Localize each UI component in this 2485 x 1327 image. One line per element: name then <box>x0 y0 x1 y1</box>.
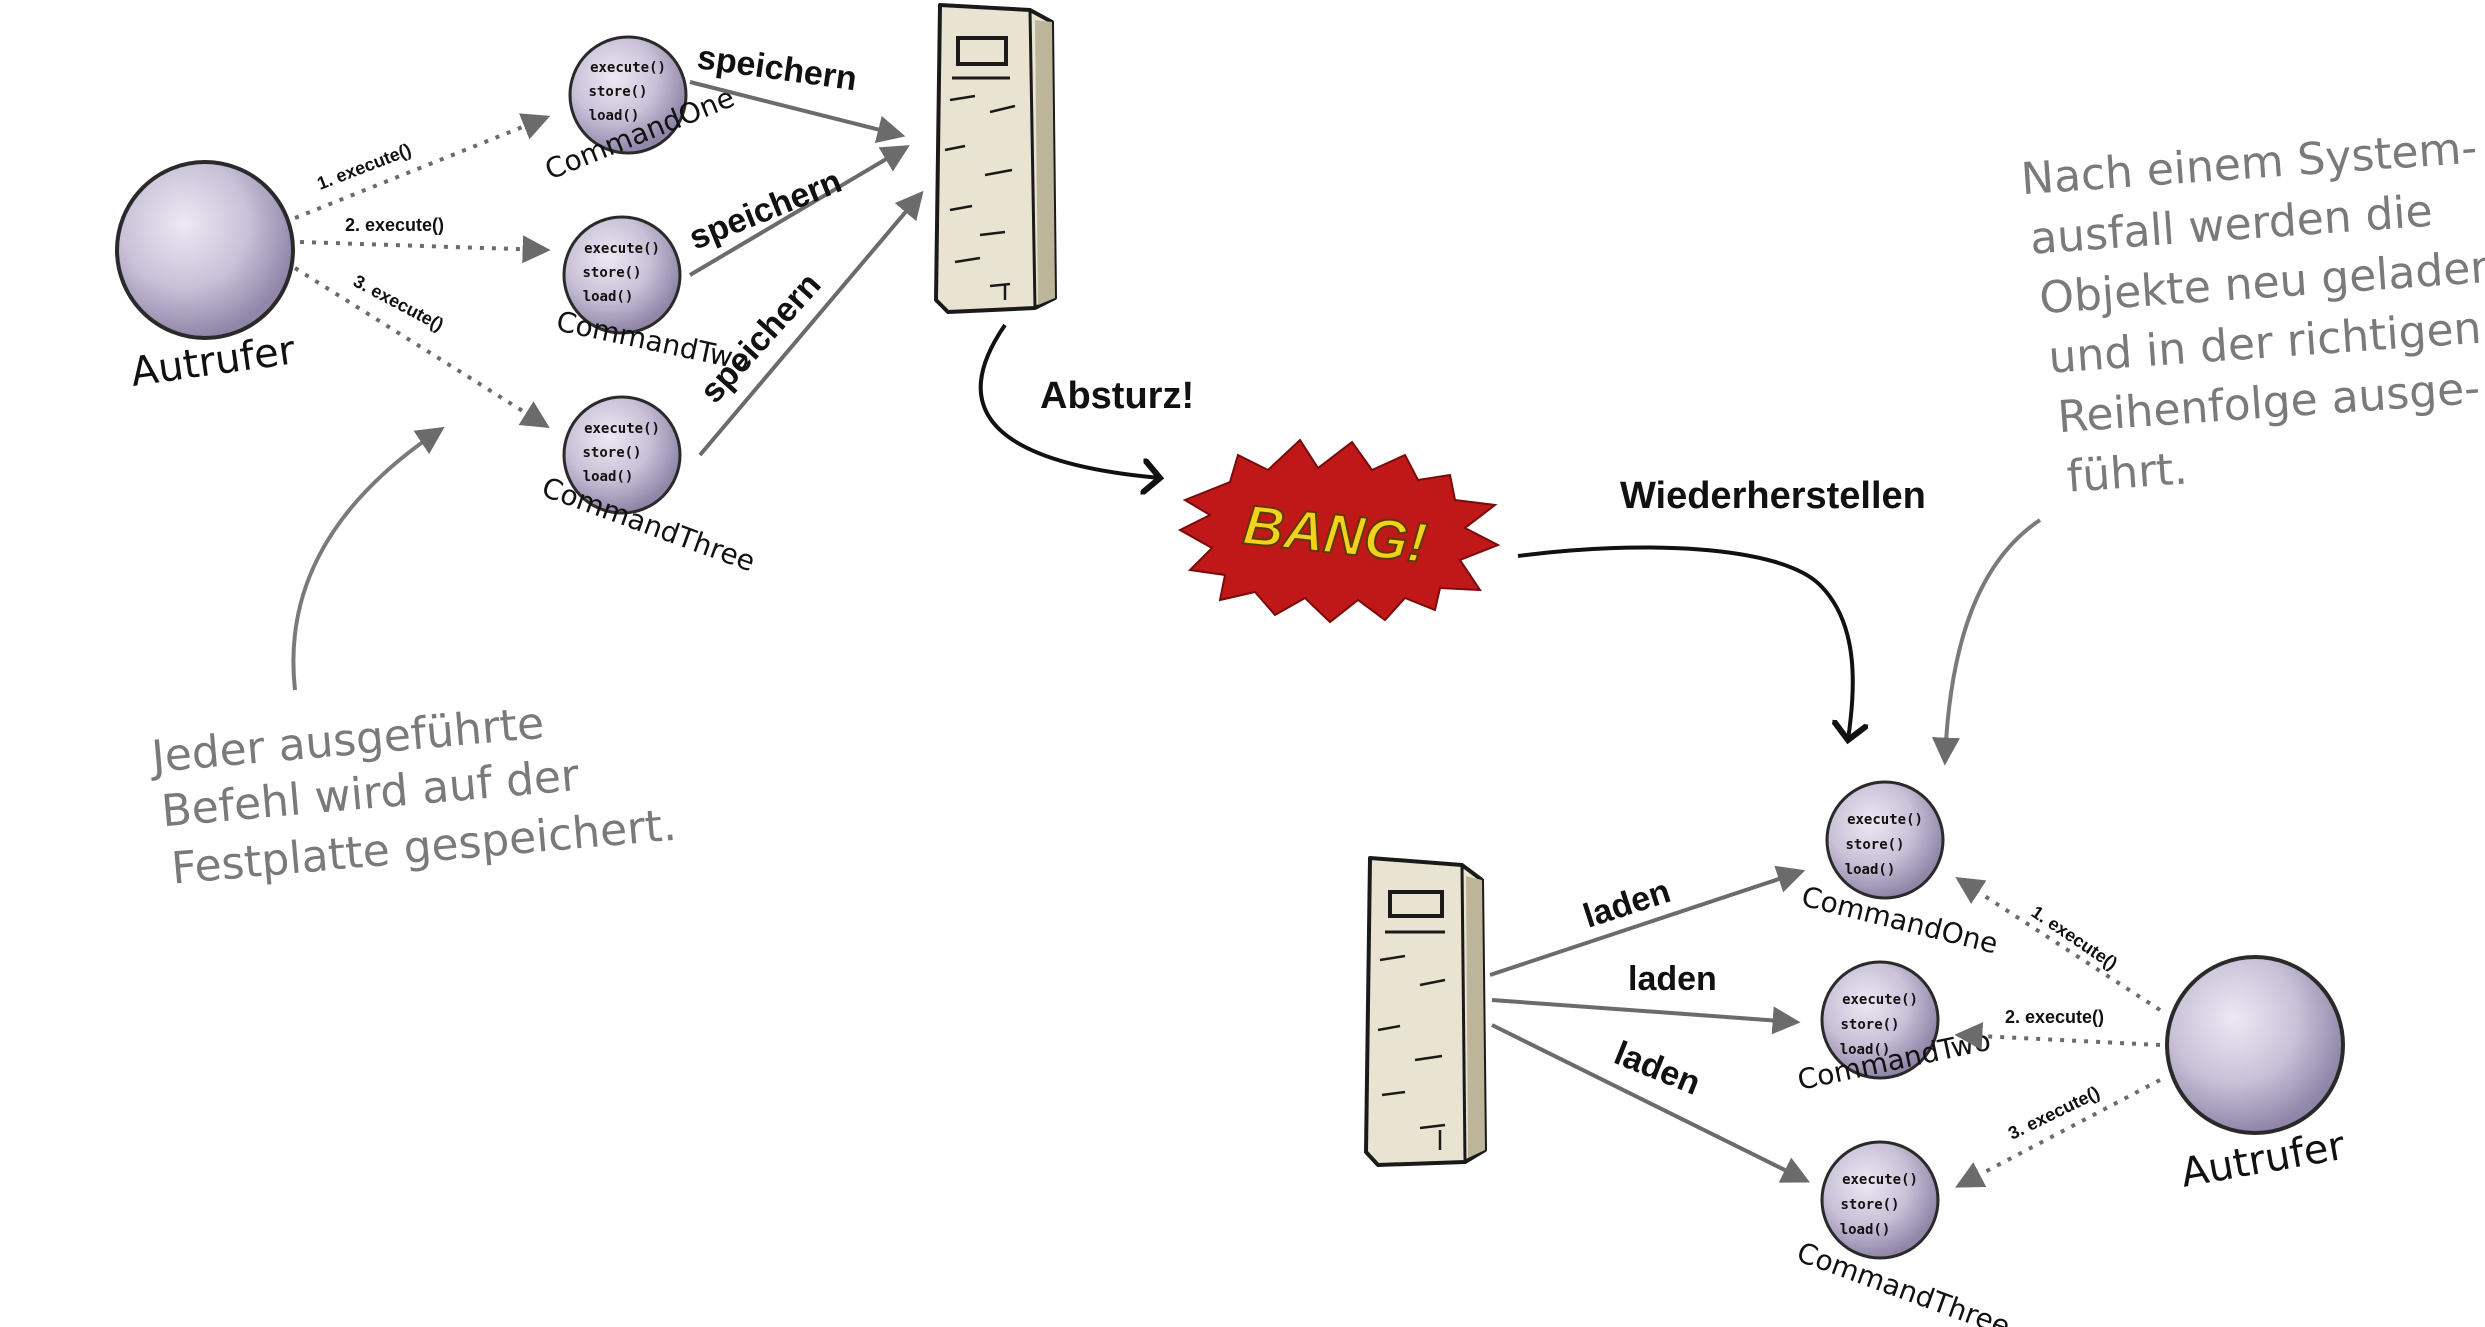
method-store: store() <box>582 445 641 461</box>
method-load: load() <box>1845 862 1896 878</box>
method-load: load() <box>583 289 634 305</box>
command-one-right: execute() store() load() <box>1825 780 1945 900</box>
caller-label-left: Autrufer <box>128 327 299 396</box>
command-two-right: execute() store() load() <box>1820 960 1940 1080</box>
method-execute: execute() <box>1847 812 1923 828</box>
load-arrows <box>1489 865 1811 1183</box>
execute-arrows-left <box>293 113 551 428</box>
save-arrows <box>688 80 924 457</box>
note-left-arrow <box>291 426 445 691</box>
save-label-2: speichern <box>684 162 847 257</box>
note-right-line-6: führt. <box>2065 443 2189 502</box>
method-load: load() <box>1840 1222 1891 1238</box>
method-store: store() <box>588 84 647 100</box>
method-execute: execute() <box>1842 1172 1918 1188</box>
load-label-2: laden <box>1628 960 1717 998</box>
method-load: load() <box>589 108 640 124</box>
crash-arrow <box>978 323 1160 478</box>
crash-label: Absturz! <box>1040 375 1194 417</box>
call-label-right-2: 2. execute() <box>2005 1007 2104 1027</box>
method-store: store() <box>1840 1197 1899 1213</box>
command-three-right: execute() store() load() <box>1820 1140 1940 1260</box>
call-label-right-1: 1. execute() <box>2028 902 2121 974</box>
note-left: Jeder ausgeführte Befehl wird auf der Fe… <box>147 698 679 895</box>
call-label-left-3: 3. execute() <box>350 271 447 335</box>
method-store: store() <box>582 265 641 281</box>
method-load: load() <box>583 469 634 485</box>
note-right: Nach einem System- ausfall werden die Ob… <box>2019 122 2485 502</box>
command-three-left: execute() store() load() <box>562 395 682 515</box>
method-execute: execute() <box>590 60 666 76</box>
call-label-left-2: 2. execute() <box>345 215 444 235</box>
disk-bottom <box>1364 856 1487 1167</box>
execute-arrows-right <box>1954 876 2162 1188</box>
caller-orb-right <box>2165 955 2345 1135</box>
load-label-1: laden <box>1579 872 1675 936</box>
method-store: store() <box>1845 837 1904 853</box>
bang-burst <box>1177 438 1501 624</box>
call-label-left-1: 1. execute() <box>314 140 414 194</box>
restore-label: Wiederherstellen <box>1620 475 1926 517</box>
disk-top <box>934 3 1057 314</box>
method-load: load() <box>1840 1042 1891 1058</box>
note-right-arrow <box>1931 518 2042 766</box>
restore-arrow <box>1517 545 1853 740</box>
call-label-right-3: 3. execute() <box>2005 1082 2103 1143</box>
command-two-left: execute() store() load() <box>562 215 682 335</box>
method-store: store() <box>1840 1017 1899 1033</box>
method-execute: execute() <box>584 241 660 257</box>
command-one-left: execute() store() load() <box>568 35 688 155</box>
caller-orb-left <box>115 160 295 340</box>
load-label-3: laden <box>1609 1034 1706 1103</box>
method-execute: execute() <box>584 421 660 437</box>
method-execute: execute() <box>1842 992 1918 1008</box>
